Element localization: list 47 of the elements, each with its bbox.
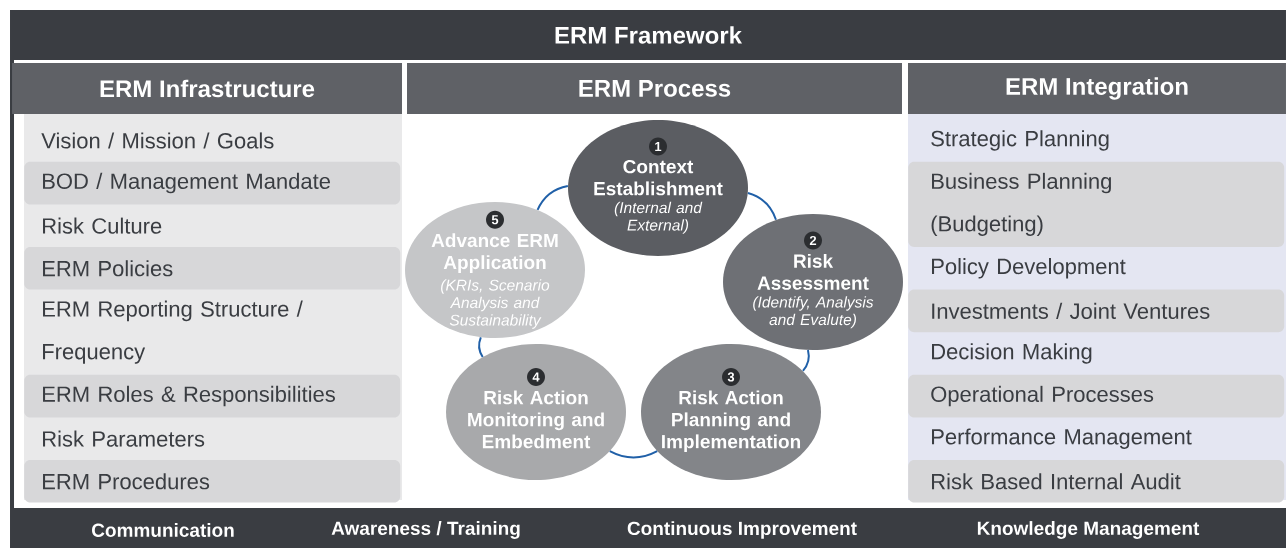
process-ellipse bbox=[446, 344, 626, 480]
list-row: Performance Management bbox=[932, 428, 1192, 449]
process-ellipse bbox=[641, 344, 821, 480]
list-row: ERM Reporting Structure / Frequency bbox=[43, 300, 303, 364]
number-badge: 4 bbox=[527, 368, 545, 386]
column-header: ERM Process bbox=[407, 63, 902, 114]
process-ellipse bbox=[568, 120, 748, 256]
list-row: Risk Parameters bbox=[43, 430, 205, 447]
connector-arc bbox=[608, 450, 659, 459]
connector-arc bbox=[536, 184, 569, 211]
footer-label: Knowledge Management bbox=[977, 521, 1200, 539]
step-note: (Identify, Analysis and Evalute) bbox=[753, 296, 874, 329]
number-badge: 3 bbox=[722, 368, 740, 386]
step-title: Advance ERM Application bbox=[431, 233, 558, 273]
process-ellipse bbox=[405, 202, 585, 338]
footer-label: Communication bbox=[92, 523, 234, 537]
list-row: Investments / Joint Ventures bbox=[908, 289, 1285, 333]
footer-label: Continuous Improvement bbox=[627, 521, 857, 539]
number-badge: 5 bbox=[486, 210, 504, 229]
step-note: (Internal and External) bbox=[614, 201, 703, 234]
connector-arc bbox=[801, 349, 810, 372]
list-row: Vision / Mission / Goals bbox=[41, 132, 274, 149]
column-header: ERM Infrastructure bbox=[12, 63, 402, 114]
column-header: ERM Integration bbox=[908, 63, 1286, 114]
number-badge: 1 bbox=[649, 137, 667, 156]
step-title: Risk Assessment bbox=[757, 253, 869, 290]
list-row: Business Planning (Budgeting) bbox=[908, 161, 1285, 247]
connector-arc bbox=[477, 336, 484, 358]
list-row: BOD / Management Mandate bbox=[24, 161, 401, 205]
step-title: Risk Action Monitoring and Embedment bbox=[468, 390, 604, 449]
process-ellipse bbox=[723, 214, 903, 350]
step-note: (KRIs, Scenario Analysis and Sustainability bbox=[441, 279, 550, 329]
list-row: ERM Roles & Responsibilities bbox=[24, 374, 401, 418]
footer-label: Awareness / Training bbox=[331, 521, 520, 539]
title-bar: ERM Framework bbox=[10, 10, 1286, 60]
connector-arc bbox=[746, 192, 777, 221]
list-row: Risk Culture bbox=[43, 217, 162, 234]
number-badge: 2 bbox=[804, 231, 822, 250]
list-row: Risk Based Internal Audit bbox=[908, 460, 1285, 503]
list-row: Strategic Planning bbox=[931, 130, 1109, 151]
list-row: Policy Development bbox=[932, 258, 1126, 279]
step-title: Risk Action Planning and Implementation bbox=[662, 390, 801, 453]
step-title: Context Establishment bbox=[594, 159, 723, 196]
list-row: ERM Policies bbox=[24, 247, 401, 290]
list-row: ERM Procedures bbox=[24, 460, 401, 503]
list-row: Operational Processes bbox=[908, 374, 1285, 418]
list-row: Decision Making bbox=[932, 343, 1092, 364]
